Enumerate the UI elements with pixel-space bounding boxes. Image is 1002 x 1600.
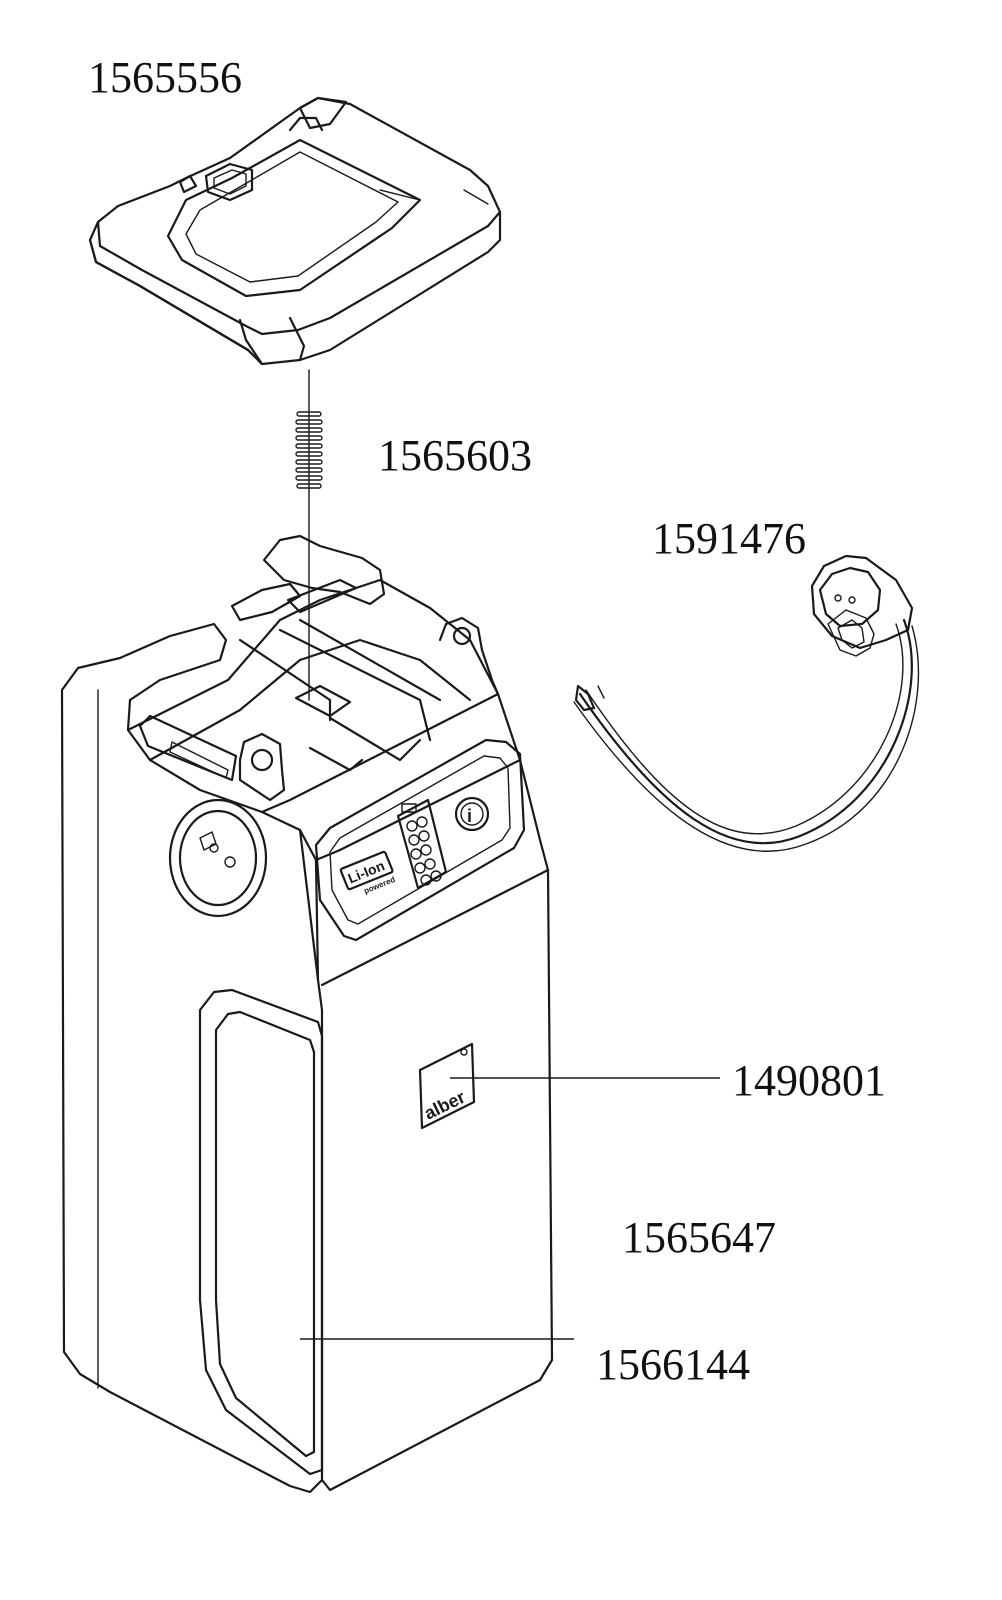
svg-text:i: i — [467, 806, 472, 826]
label-handle-insert: 1566144 — [596, 1340, 750, 1389]
info-button: i — [454, 796, 490, 832]
svg-text:alber: alber — [421, 1087, 468, 1124]
cable-plug-part — [573, 554, 920, 852]
label-cable-plug: 1591476 — [652, 514, 806, 563]
cover-part — [88, 96, 502, 366]
logo-plate: alber — [418, 1042, 476, 1130]
label-logo-plate: 1490801 — [732, 1056, 886, 1105]
label-housing: 1565647 — [622, 1213, 776, 1262]
li-ion-badge: Li-Ion powered — [339, 850, 397, 896]
spring-part — [295, 411, 323, 489]
handle-insert — [198, 988, 324, 1476]
battery-gauge — [396, 798, 448, 890]
housing-part: Li-Ion powered i alber — [60, 534, 554, 1494]
label-cover: 1565556 — [88, 53, 242, 102]
label-spring: 1565603 — [378, 431, 532, 480]
